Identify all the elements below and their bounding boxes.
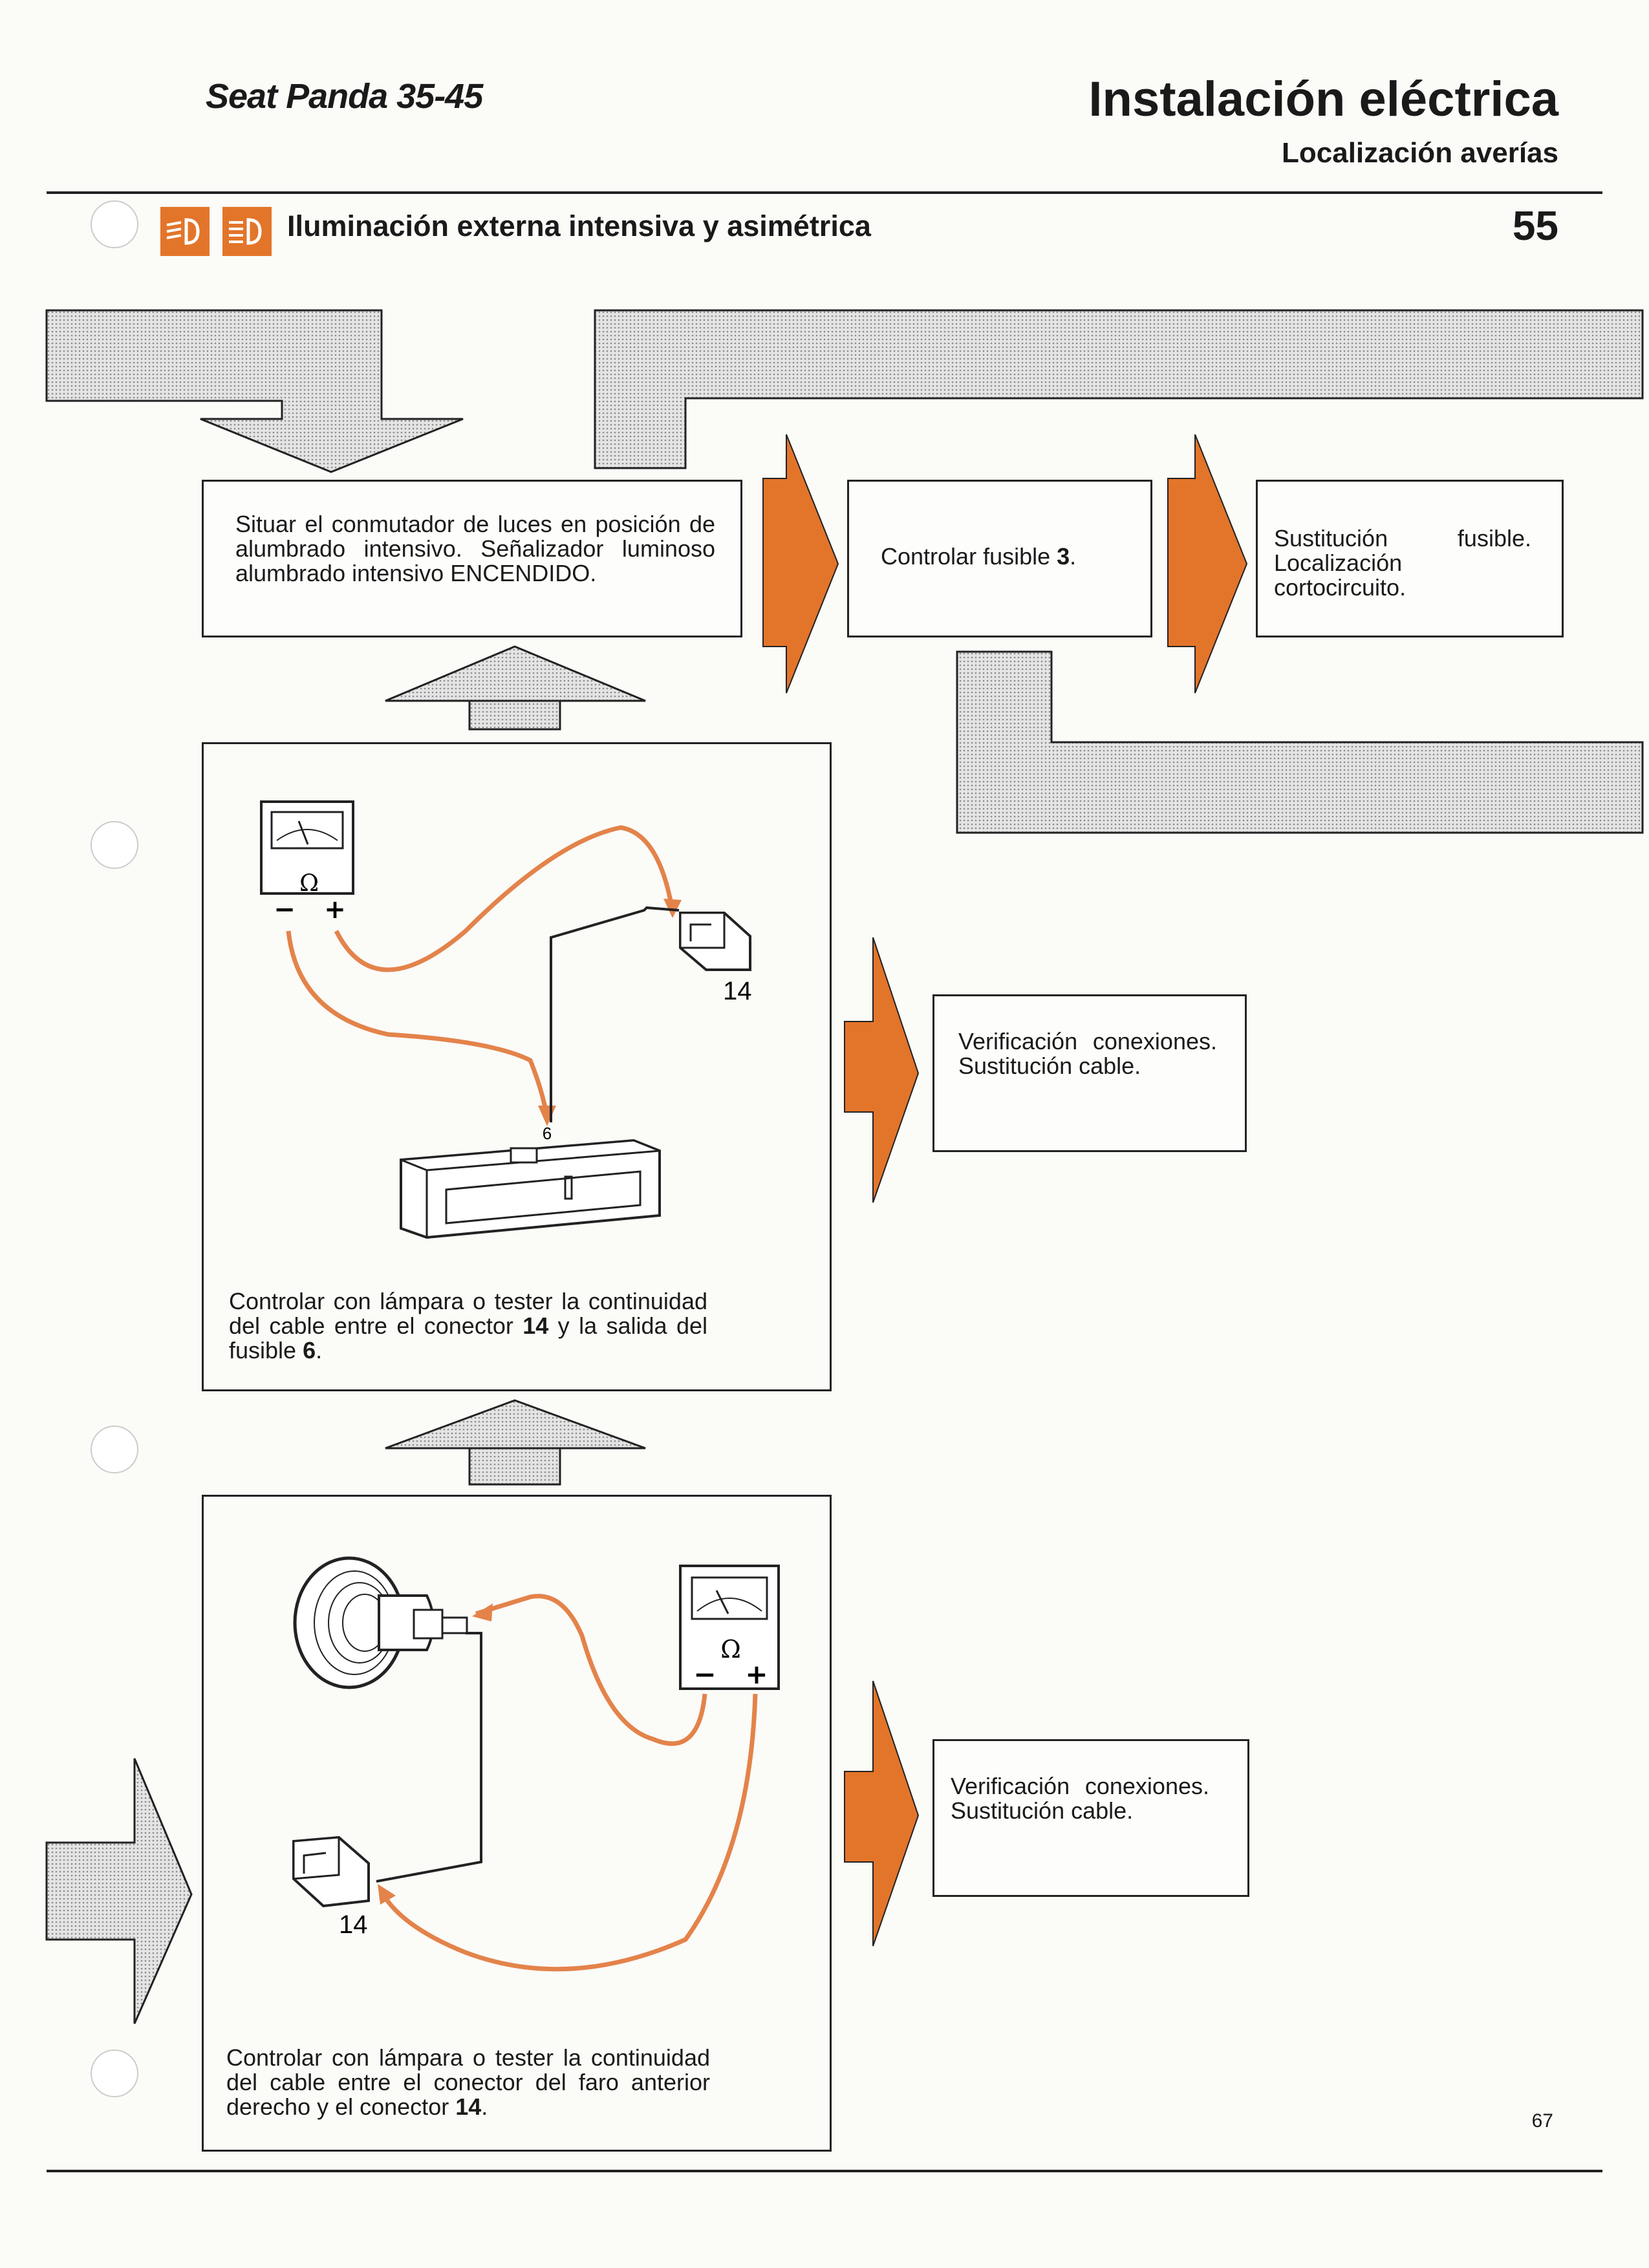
test-1-connector: 14 — [523, 1312, 549, 1339]
test-1-fuse: 6 — [303, 1337, 316, 1364]
high-beam-icon — [222, 207, 272, 256]
test-1-box — [202, 742, 832, 1391]
meter-plus-label-2: + — [745, 1658, 768, 1690]
test-lead-wire — [475, 1594, 707, 1746]
fuse-6-label: 6 — [543, 1124, 552, 1143]
headlamp — [293, 1556, 468, 1689]
binder-hole — [91, 2049, 138, 2097]
multimeter-diagram-1 — [260, 800, 354, 895]
test-1-text: Controlar con lámpara o tester la contin… — [229, 1289, 707, 1363]
harness-wire — [376, 1632, 482, 1883]
test-2-text: Controlar con lámpara o tester la contin… — [226, 2046, 710, 2119]
model-name: Seat Panda 35-45 — [206, 77, 483, 116]
page-subtitle: Localización averías — [1282, 137, 1558, 169]
flow-arrow-up — [385, 1399, 646, 1486]
header-rule — [47, 191, 1602, 194]
binder-hole — [91, 1426, 138, 1473]
test-1-middle: y la salida del fusible — [229, 1312, 707, 1364]
meter-minus-label: − — [274, 895, 296, 925]
test-1-suffix: . — [316, 1337, 323, 1364]
harness-wire — [550, 906, 680, 1122]
flow-arrow-down-entry — [45, 309, 464, 473]
connector-14-b — [292, 1835, 370, 1908]
section-title: Iluminación externa intensiva y asimétri… — [287, 209, 871, 242]
test-lead-wire — [286, 930, 550, 1119]
connector-14-label: 14 — [723, 977, 752, 1005]
test-lead-wire — [334, 825, 675, 972]
flow-arrow-right-entry — [45, 1758, 193, 2024]
orange-arrow-right — [844, 937, 920, 1203]
test-1-fail-box — [932, 994, 1247, 1152]
test-2-connector: 14 — [455, 2093, 482, 2120]
page-title: Instalación eléctrica — [1088, 72, 1558, 127]
flow-band-top — [594, 309, 1644, 469]
test-lead-wire — [379, 1693, 758, 1972]
test-2-suffix: . — [481, 2093, 488, 2120]
fuse-fail-box — [1256, 480, 1564, 637]
fuse-box — [400, 1139, 661, 1239]
test-2-box — [202, 1495, 832, 2152]
test-1-prefix: Controlar con lámpara o tester la contin… — [229, 1288, 707, 1339]
step-1-box — [202, 480, 742, 637]
test-2-fail-text: Verificación conexiones. Sustitución cab… — [951, 1773, 1209, 1824]
meter-plus-label: + — [324, 895, 346, 925]
section-number: 55 — [1512, 202, 1558, 249]
test-2-fail-box — [932, 1739, 1249, 1897]
fuse-check-suffix: . — [1070, 543, 1077, 570]
connector-14-label-b: 14 — [339, 1910, 368, 1939]
page-number: 67 — [1531, 2110, 1553, 2132]
binder-hole — [91, 200, 138, 248]
low-beam-icon — [160, 207, 210, 256]
orange-arrow-right — [1167, 434, 1248, 694]
connector-14 — [679, 912, 751, 971]
multimeter-diagram-2 — [679, 1565, 780, 1690]
fuse-check-box — [847, 480, 1152, 637]
meter-ohm-symbol: Ω — [299, 870, 319, 897]
meter-minus-label-2: − — [693, 1658, 716, 1690]
fuse-fail-text: Sustitución fusible. Localización cortoc… — [1274, 525, 1531, 601]
orange-arrow-right — [762, 434, 839, 694]
test-1-fail-text: Verificación conexiones. Sustitución cab… — [958, 1028, 1217, 1079]
fuse-check-text: Controlar fusible 3. — [881, 544, 1139, 569]
fuse-number: 3 — [1057, 543, 1070, 570]
test-2-prefix: Controlar con lámpara o tester la contin… — [226, 2044, 710, 2120]
step-1-text: Situar el conmutador de luces en posició… — [235, 511, 715, 586]
fuse-check-prefix: Controlar fusible — [881, 543, 1057, 570]
orange-arrow-right — [844, 1680, 920, 1947]
flow-band-mid — [956, 650, 1644, 834]
footer-rule — [47, 2170, 1602, 2172]
binder-hole — [91, 821, 138, 869]
meter-ohm-symbol-2: Ω — [720, 1635, 741, 1664]
flow-arrow-up — [385, 645, 646, 731]
